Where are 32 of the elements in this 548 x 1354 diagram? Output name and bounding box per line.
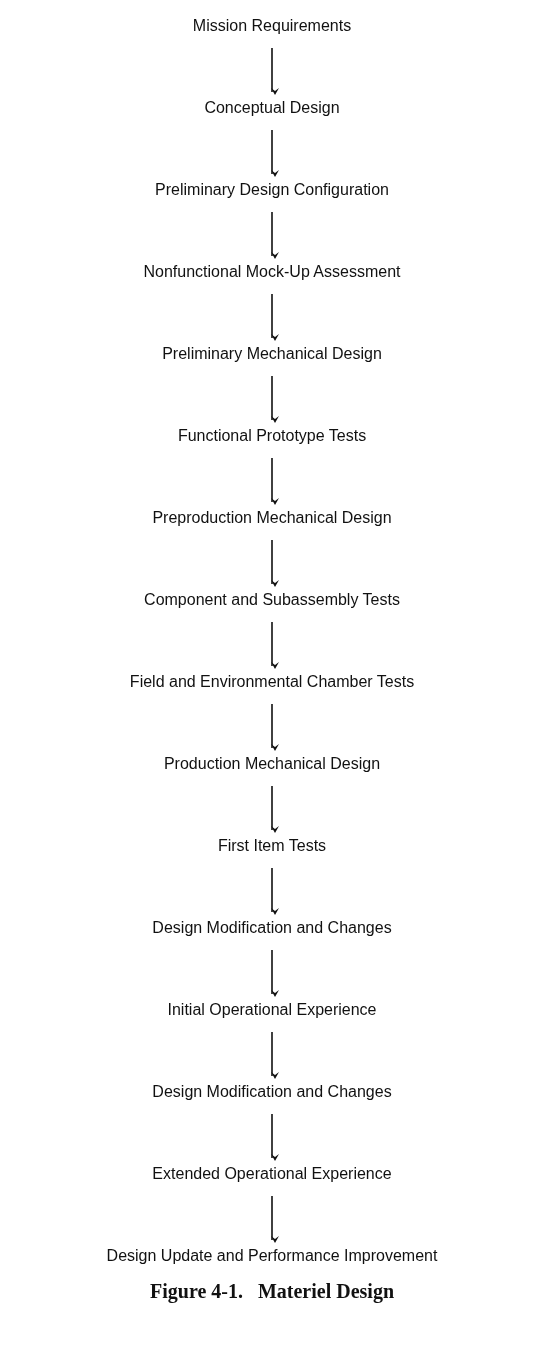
arrow <box>271 1195 279 1243</box>
step-label: Preproduction Mechanical Design <box>152 508 392 528</box>
step-label: Preliminary Mechanical Design <box>162 344 382 364</box>
arrow <box>271 785 279 833</box>
arrow <box>271 1031 279 1079</box>
arrow <box>271 539 279 587</box>
step-label: Field and Environmental Chamber Tests <box>129 672 415 692</box>
figure-caption: Figure 4-1. Materiel Design <box>150 1280 394 1303</box>
step-label: First Item Tests <box>217 836 327 856</box>
arrow <box>271 867 279 915</box>
step-label: Functional Prototype Tests <box>177 426 367 446</box>
step-label: Design Modification and Changes <box>152 918 392 938</box>
step-label: Design Update and Performance Improvement <box>106 1246 438 1266</box>
arrow <box>271 621 279 669</box>
arrow <box>271 129 279 177</box>
step-label: Production Mechanical Design <box>163 754 381 774</box>
arrow <box>271 293 279 341</box>
step-label: Conceptual Design <box>204 98 340 118</box>
arrow <box>271 211 279 259</box>
step-label: Nonfunctional Mock-Up Assessment <box>143 262 401 282</box>
arrow <box>271 1113 279 1161</box>
step-label: Component and Subassembly Tests <box>144 590 400 610</box>
step-label: Design Modification and Changes <box>152 1082 392 1102</box>
arrow <box>271 457 279 505</box>
arrow <box>271 949 279 997</box>
step-label: Mission Requirements <box>192 16 352 36</box>
step-label: Initial Operational Experience <box>167 1000 377 1020</box>
arrow <box>271 47 279 95</box>
step-label: Extended Operational Experience <box>152 1164 392 1184</box>
arrow <box>271 703 279 751</box>
step-label: Preliminary Design Configuration <box>155 180 389 200</box>
arrow <box>271 375 279 423</box>
